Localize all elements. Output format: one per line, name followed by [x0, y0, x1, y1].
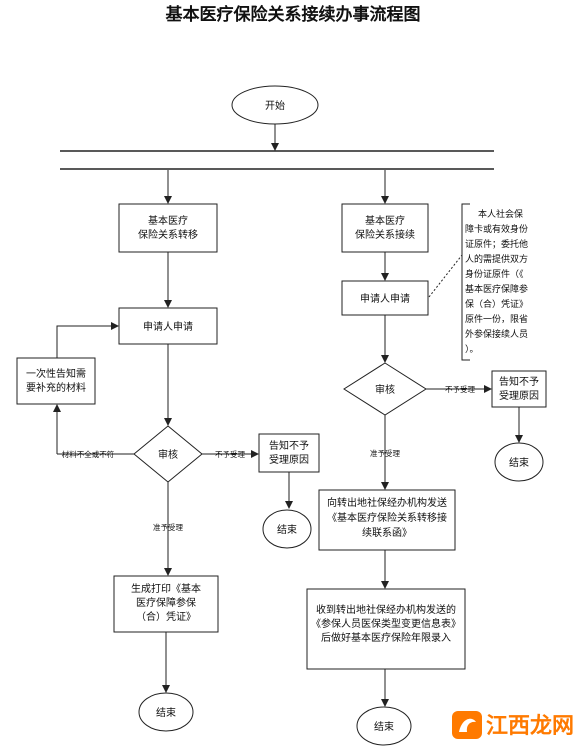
send-letter-box [318, 489, 456, 551]
watermark-logo: 江西龙网 [452, 711, 574, 739]
supplement-box [16, 357, 96, 405]
note-line-6: 基本医疗保障参 [465, 283, 528, 295]
receive-info-label-3: 后做好基本医疗保险年限录入 [321, 631, 451, 644]
note-line-7: 保（合）凭证》 [465, 298, 528, 310]
note-line-9: 外参保接续人员 [465, 328, 528, 340]
send-letter-label-3: 续联系函》 [362, 526, 412, 539]
receive-info-label-2: 《参保人员医保类型变更信息表》 [311, 617, 461, 630]
print-voucher-label-3: （合）凭证》 [136, 610, 196, 623]
apply-right-box [341, 280, 429, 316]
apply-left-box [118, 307, 218, 345]
transfer-label-1: 基本医疗 [148, 214, 188, 227]
review-left-label: 审核 [158, 448, 178, 461]
note-line-1: 本人社会保 [478, 208, 523, 220]
print-voucher-box [113, 575, 219, 633]
edge-supplement-apply [56, 322, 119, 358]
page-title: 基本医疗保险关系接续办事流程图 [165, 4, 421, 25]
continue-label-2: 保险关系接续 [355, 228, 415, 241]
note-bracket [461, 203, 470, 361]
watermark-text: 江西龙网 [486, 714, 574, 739]
note-line-5: 身份证原件（《 [465, 268, 524, 280]
review-right-label: 审核 [375, 383, 395, 396]
note-line-4: 人的需提供双方 [465, 253, 528, 265]
apply-left-label: 申请人申请 [143, 320, 193, 333]
reject-right-box [491, 370, 547, 408]
reject-right-label-2: 受理原因 [499, 390, 539, 402]
note-line-2: 障卡或有效身份 [465, 223, 528, 235]
receive-info-box [306, 588, 466, 670]
send-letter-label-1: 向转出地社保经办机构发送 [327, 496, 447, 509]
print-voucher-label-1: 生成打印《基本 [131, 582, 201, 595]
note-line-3: 证原件；委托他 [465, 238, 528, 250]
reject-left-label-1: 告知不予 [269, 439, 309, 452]
edge-not-accepted-right-label: 不予受理 [445, 384, 475, 394]
end-reject-left-label: 结束 [277, 523, 297, 536]
reject-left-box [258, 433, 320, 473]
end-left-node [138, 692, 194, 732]
send-letter-label-2: 《基本医疗保险关系转移接 [327, 511, 447, 524]
apply-right-label: 申请人申请 [360, 292, 410, 305]
edge-not-accepted-left-label: 不予受理 [215, 449, 245, 459]
reject-left-label-2: 受理原因 [269, 454, 309, 466]
continue-box [341, 203, 429, 253]
print-voucher-label-2: 医疗保障参保 [136, 596, 196, 609]
end-reject-left-node [262, 509, 312, 549]
transfer-label-2: 保险关系转移 [138, 228, 198, 241]
edge-incomplete-label: 材料不全或不符 [62, 449, 115, 459]
end-left-label: 结束 [156, 706, 176, 719]
continue-label-1: 基本医疗 [365, 214, 405, 227]
start-label: 开始 [265, 99, 285, 112]
note-line-10: ）。 [465, 344, 479, 355]
edge-accepted-right-label: 准予受理 [370, 448, 400, 458]
note-line-8: 原件一份，限省 [465, 313, 528, 325]
supplement-label-1: 一次性告知需 [26, 367, 86, 380]
end-reject-right-label: 结束 [509, 456, 529, 469]
reject-right-label-1: 告知不予 [499, 375, 539, 388]
transfer-box [118, 203, 218, 253]
edge-accepted-left-label: 准予受理 [153, 522, 183, 532]
note-text: 本人社会保 障卡或有效身份 证原件；委托他 人的需提供双方 身份证原件（《 基本… [465, 208, 528, 355]
end-right-label: 结束 [374, 720, 394, 733]
supplement-label-2: 要补充的材料 [26, 381, 86, 394]
watermark-dragon-shape [459, 718, 476, 732]
end-right-node [356, 706, 412, 746]
note-connector [428, 254, 463, 298]
receive-info-label-1: 收到转出地社保经办机构发送的 [316, 603, 456, 616]
end-reject-right-node [494, 442, 544, 482]
